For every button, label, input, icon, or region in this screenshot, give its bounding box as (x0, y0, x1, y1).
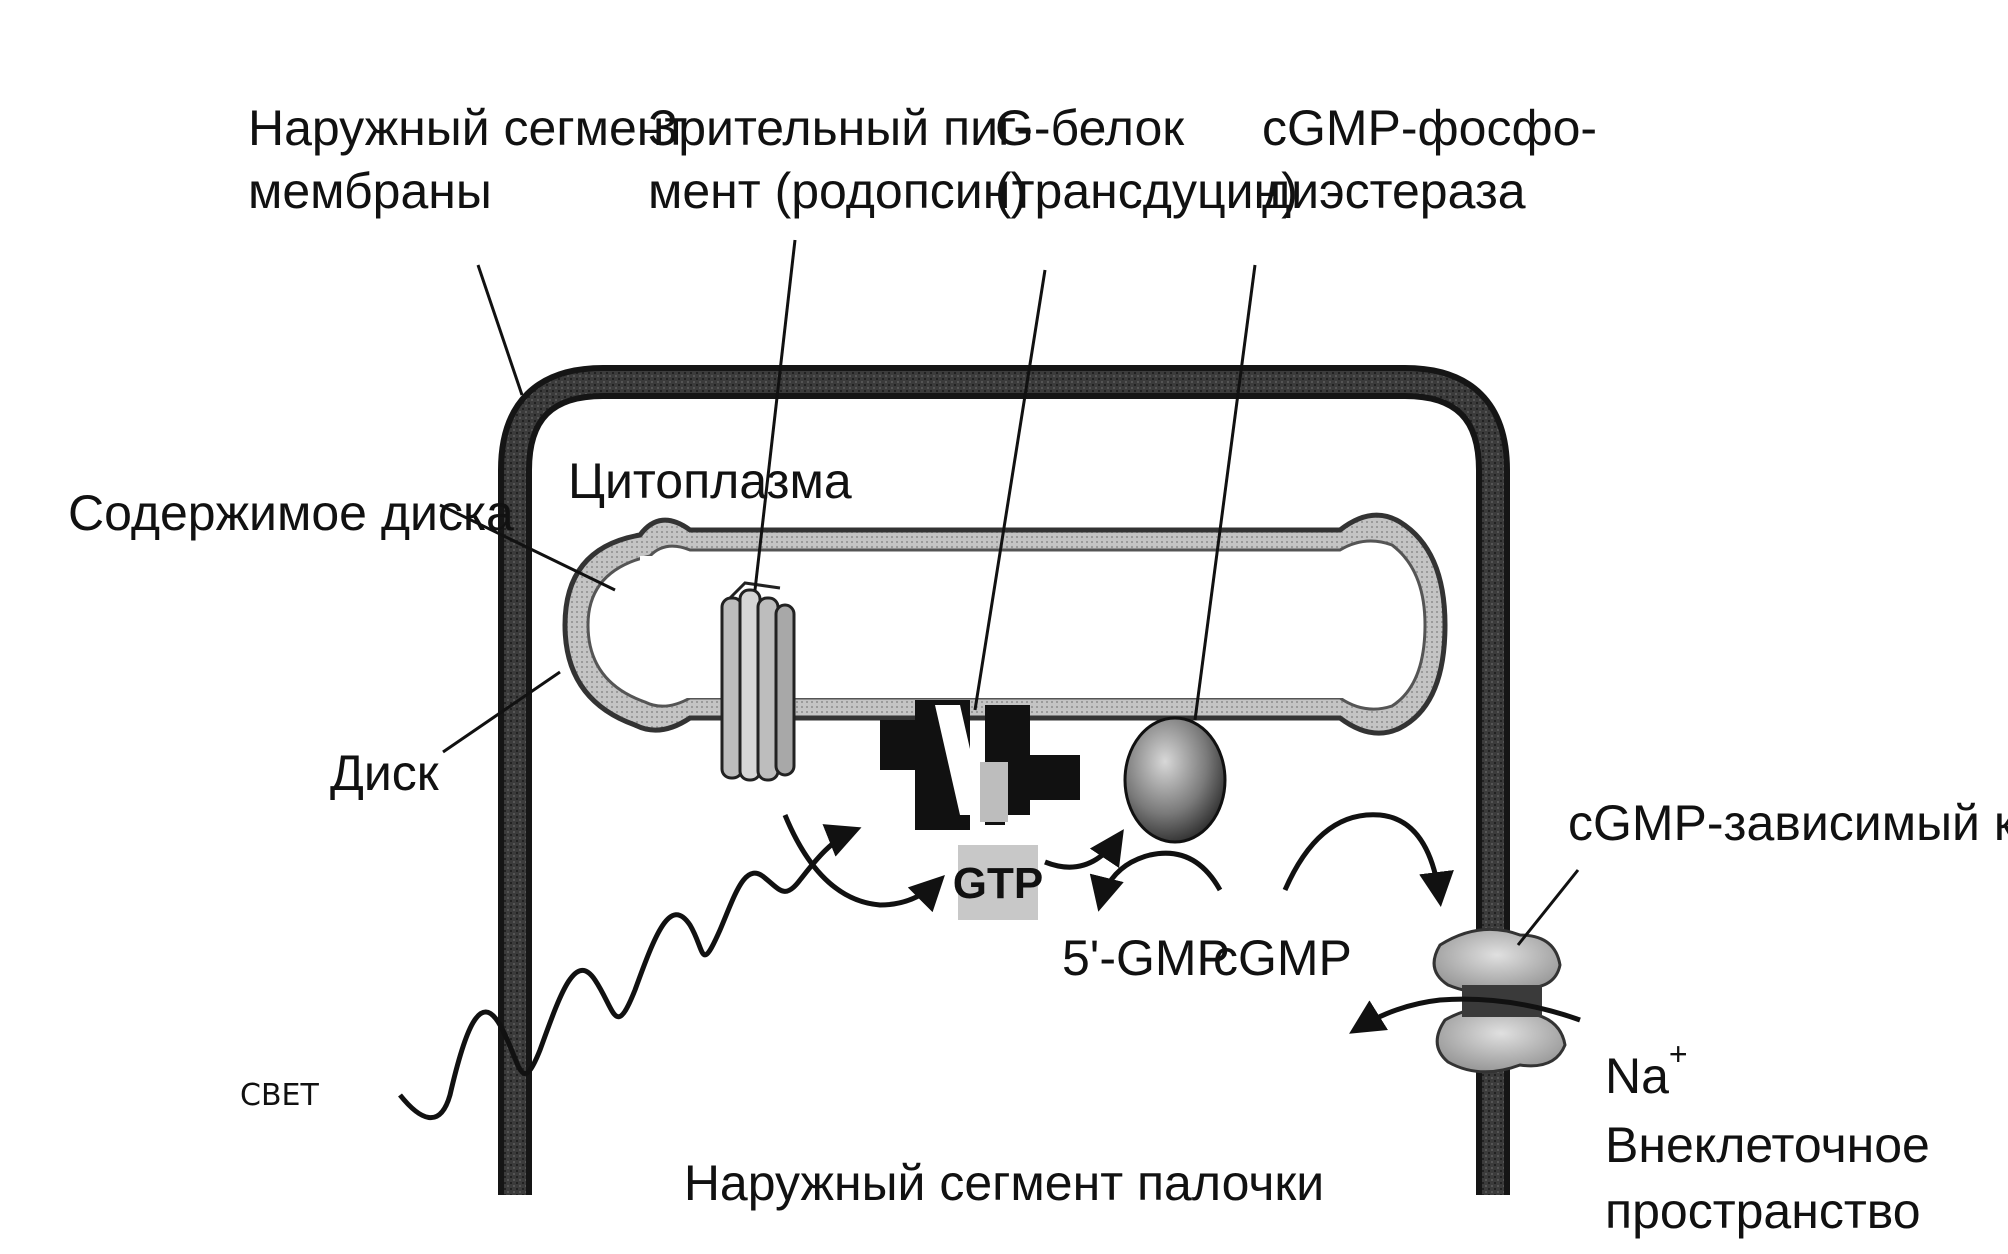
label-na: Na+ (1605, 1036, 1688, 1104)
label-outer-membrane-1: Наружный сегмент (248, 100, 687, 156)
arrow-rhodopsin-to-transducin (782, 814, 945, 913)
label-light: СВЕТ (240, 1078, 319, 1113)
label-pigment-2: мент (родопсин) (648, 163, 1027, 219)
label-gprotein-2: (трансдуцин) (995, 163, 1298, 219)
label-extracellular-2: пространство (1605, 1183, 1921, 1239)
gtp-label: GTP (953, 859, 1043, 908)
label-cytoplasm: Цитоплазма (568, 453, 852, 509)
label-cgmp: cGMP (1213, 930, 1352, 986)
label-disc-contents: Содержимое диска (68, 485, 514, 541)
arrow-cgmp-to-5gmp (1089, 850, 1223, 912)
label-channel: cGMP-зависимый канал (1568, 795, 2008, 851)
arrow-cgmp-to-channel (1282, 812, 1454, 907)
label-outer-membrane-2: мембраны (248, 163, 492, 219)
phosphodiesterase-icon (1123, 716, 1227, 844)
label-pde-1: cGMP-фосфо- (1262, 100, 1597, 156)
label-gprotein-1: G-белок (995, 100, 1185, 156)
leader-gprotein (973, 269, 1047, 711)
leader-pigment (753, 239, 797, 591)
label-rod-outer-segment: Наружный сегмент палочки (684, 1155, 1324, 1211)
leader-outer-membrane (476, 264, 524, 396)
leader-disc (442, 670, 561, 754)
label-pde-2: диэстераза (1262, 163, 1526, 219)
arrow-transducin-to-pde (1044, 829, 1124, 870)
light-wave (398, 824, 862, 1120)
leader-pde (1193, 264, 1257, 721)
label-disc: Диск (330, 745, 440, 801)
label-5gmp: 5'-GMP (1062, 930, 1230, 986)
leader-disc-contents (439, 503, 616, 592)
rhodopsin-icon (720, 581, 796, 782)
leader-channel (1516, 869, 1580, 946)
label-na-charge: + (1669, 1036, 1688, 1072)
label-extracellular-1: Внеклеточное (1605, 1117, 1930, 1173)
label-pigment-1: Зрительный пиг- (648, 100, 1033, 156)
arrow-na-influx (1349, 996, 1581, 1034)
transducin-icon (880, 700, 1080, 830)
gtp-box (958, 845, 1038, 920)
